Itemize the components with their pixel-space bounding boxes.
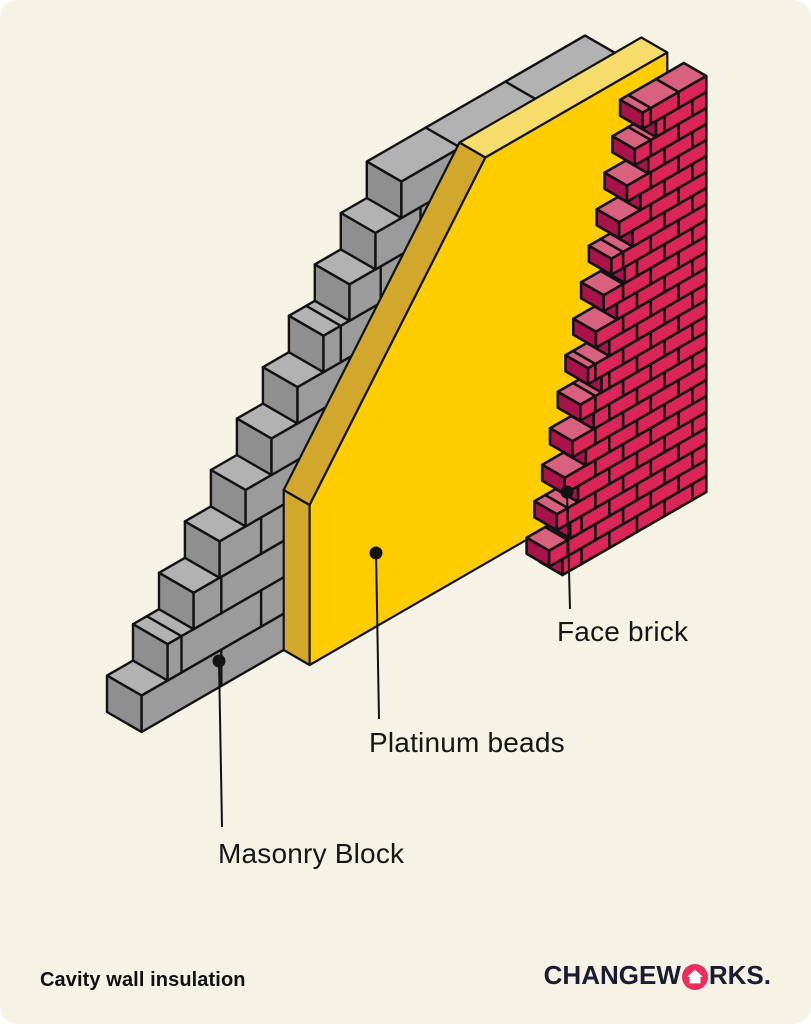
face-brick-wall [525,61,708,577]
label-face-brick: Face brick [557,616,689,647]
leader-lines [212,485,574,828]
leader-masonry-block [218,660,223,828]
label-masonry-block: Masonry Block [218,838,405,869]
caption-title: Cavity wall insulation [40,969,246,991]
brand-house-icon [681,963,708,990]
insulation-panel [282,36,669,667]
leader-masonry-block-dot [212,654,226,668]
leader-face-brick-dot [560,485,574,499]
leader-platinum-beads-dot [369,546,383,560]
brand-logo: CHANGEW RKS. [544,960,771,991]
leader-platinum-beads [375,552,380,720]
brand-text-post: RKS. [708,960,771,990]
brand-text-pre: CHANGEW [543,960,681,990]
label-platinum-beads: Platinum beads [369,727,565,758]
leader-face-brick [566,491,571,610]
house-glyph [687,969,703,983]
